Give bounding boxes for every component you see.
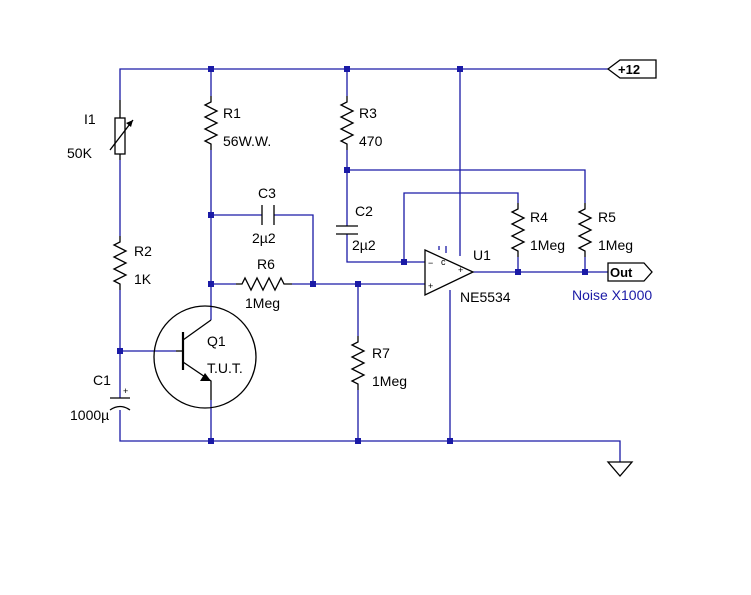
node-r3-c2 bbox=[344, 167, 350, 173]
c2-capacitor bbox=[336, 225, 358, 235]
r6-value: 1Meg bbox=[245, 295, 280, 311]
r1-ref: R1 bbox=[223, 105, 241, 121]
junction-nodes bbox=[117, 66, 588, 444]
r4-value: 1Meg bbox=[530, 237, 565, 253]
output-port-label: Out bbox=[610, 265, 633, 280]
r6-resistor bbox=[236, 276, 292, 292]
node-inverting bbox=[401, 259, 407, 265]
c3-capacitor bbox=[261, 205, 275, 225]
i1-potentiometer bbox=[109, 100, 134, 160]
supply-port-label: +12 bbox=[618, 62, 640, 77]
wire-c2-inverting bbox=[346, 234, 425, 263]
node-base bbox=[117, 348, 123, 354]
r2-ref: R2 bbox=[134, 243, 152, 259]
wire-top-rail bbox=[119, 68, 608, 100]
q1-transistor bbox=[153, 305, 257, 409]
q1-ref: Q1 bbox=[207, 333, 226, 349]
opamp-plus-mark: + bbox=[428, 281, 433, 291]
r4-resistor bbox=[510, 203, 526, 257]
node-r4-out bbox=[515, 269, 521, 275]
opamp-minus-mark: − bbox=[428, 258, 433, 268]
wire-r5-top bbox=[347, 169, 586, 203]
node-top-opamp bbox=[457, 66, 463, 72]
component-labels: I1 50K R1 56W.W. R2 1K R3 470 R4 1Meg R5… bbox=[67, 105, 652, 423]
node-r5-out bbox=[582, 269, 588, 275]
u1-ref: U1 bbox=[473, 247, 491, 263]
node-collector bbox=[208, 281, 214, 287]
r1-resistor bbox=[203, 96, 219, 150]
r4-ref: R4 bbox=[530, 209, 548, 225]
r7-resistor bbox=[350, 336, 366, 390]
node-gnd-emitter bbox=[208, 438, 214, 444]
c2-value: 2µ2 bbox=[352, 237, 376, 253]
node-gnd-r7 bbox=[355, 438, 361, 444]
u1-value: NE5534 bbox=[460, 289, 511, 305]
ground-symbol bbox=[606, 461, 634, 477]
c1-plus-mark: + bbox=[123, 386, 128, 396]
r1-value: 56W.W. bbox=[223, 133, 271, 149]
node-top-r3 bbox=[344, 66, 350, 72]
i1-value: 50K bbox=[67, 145, 93, 161]
r2-value: 1K bbox=[134, 271, 152, 287]
i1-ref: I1 bbox=[84, 111, 96, 127]
c1-capacitor: + bbox=[109, 386, 131, 411]
node-c3 bbox=[208, 212, 214, 218]
r5-resistor bbox=[577, 203, 593, 257]
r5-value: 1Meg bbox=[598, 237, 633, 253]
c3-ref: C3 bbox=[258, 185, 276, 201]
u1-opamp: − + c + bbox=[424, 248, 475, 297]
opamp-comp-mark: c bbox=[441, 257, 446, 267]
r2-resistor bbox=[112, 236, 128, 290]
node-r7 bbox=[355, 281, 361, 287]
output-port: Out bbox=[607, 262, 653, 282]
c2-ref: C2 bbox=[355, 203, 373, 219]
r5-ref: R5 bbox=[598, 209, 616, 225]
wire-c3-right bbox=[274, 214, 314, 284]
r7-ref: R7 bbox=[372, 345, 390, 361]
node-gnd-opamp bbox=[447, 438, 453, 444]
supply-port: +12 bbox=[606, 59, 657, 79]
r3-resistor bbox=[339, 96, 355, 150]
r6-ref: R6 bbox=[257, 256, 275, 272]
r3-ref: R3 bbox=[359, 105, 377, 121]
wire-ground-rail bbox=[119, 410, 621, 462]
r3-value: 470 bbox=[359, 133, 383, 149]
noise-note: Noise X1000 bbox=[572, 287, 652, 303]
node-top-r1 bbox=[208, 66, 214, 72]
node-r6-c3 bbox=[310, 281, 316, 287]
c1-value: 1000µ bbox=[70, 407, 109, 423]
opamp-vplus-mark: + bbox=[458, 265, 463, 275]
c1-ref: C1 bbox=[93, 372, 111, 388]
r7-value: 1Meg bbox=[372, 373, 407, 389]
q1-value: T.U.T. bbox=[207, 360, 243, 376]
wires bbox=[119, 68, 621, 462]
wire-r4-top bbox=[403, 192, 519, 262]
c3-value: 2µ2 bbox=[252, 230, 276, 246]
